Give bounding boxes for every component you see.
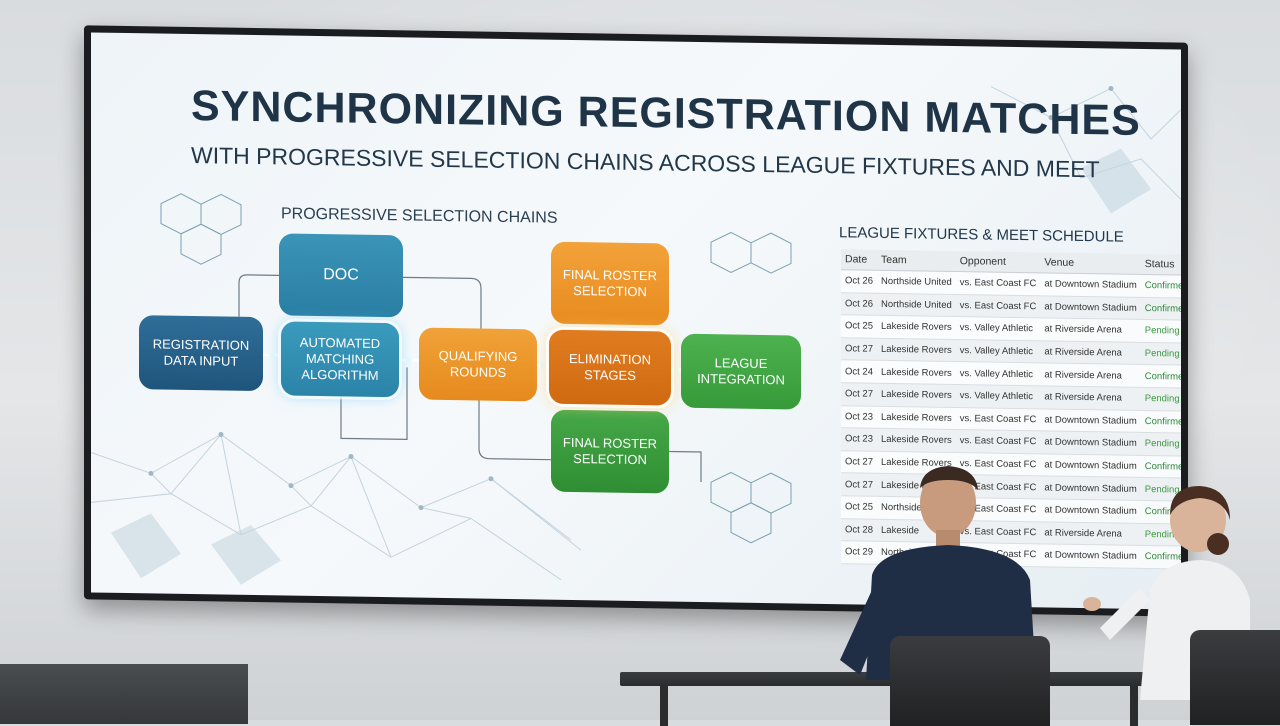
chair	[890, 636, 1050, 726]
chair	[1190, 630, 1280, 725]
